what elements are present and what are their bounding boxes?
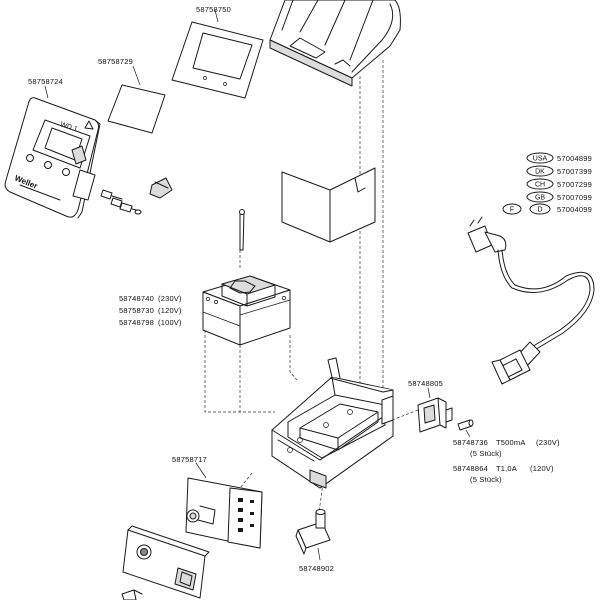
bottom-clip bbox=[121, 589, 143, 600]
power-socket-module bbox=[417, 397, 453, 433]
label-fuse-230v-voltage: (230V) bbox=[536, 438, 560, 447]
transformer-part-numbers: 58748740 (230V) 58758730 (120V) 58748798… bbox=[119, 294, 182, 327]
insulation-sheet bbox=[281, 167, 376, 243]
label-display-panel: 58758729 bbox=[98, 57, 133, 66]
cord-part-usa: 57004899 bbox=[557, 154, 592, 163]
label-fuse-120v-qty: (5 Stück) bbox=[470, 475, 502, 484]
transformer bbox=[202, 275, 291, 346]
front-panel: WD 1 Weller bbox=[4, 97, 101, 219]
label-fuse-230v-spec: T500mA bbox=[496, 438, 526, 447]
mounting-pin bbox=[239, 209, 245, 251]
label-transformer-230v: 58748740 bbox=[119, 294, 154, 303]
cord-part-dk: 57007399 bbox=[557, 167, 592, 176]
label-fuse-230v-qty: (5 Stück) bbox=[470, 449, 502, 458]
label-transformer-120v-voltage: (120V) bbox=[158, 306, 182, 315]
power-cord-country-table: USA 57004899 DK 57007399 CH 57007299 GB … bbox=[502, 152, 592, 215]
cord-country-dk: DK bbox=[535, 169, 545, 176]
cord-row-dk: DK 57007399 bbox=[526, 165, 592, 177]
power-cord bbox=[467, 216, 595, 385]
front-panel-small-parts bbox=[72, 169, 173, 215]
cord-part-gb: 57007099 bbox=[557, 193, 592, 202]
cord-part-ch: 57007299 bbox=[557, 180, 592, 189]
cord-row-gb: GB 57007099 bbox=[526, 191, 592, 203]
label-fuse-230v: 58748736 bbox=[453, 438, 488, 447]
label-knob: 58748902 bbox=[299, 564, 334, 573]
cord-country-f: F bbox=[510, 207, 514, 214]
label-pcb: 58758717 bbox=[172, 455, 207, 464]
fuse bbox=[457, 419, 474, 431]
cord-country-ch: CH bbox=[535, 182, 545, 189]
fuse-part-numbers: 58748736 T500mA (230V) (5 Stück) 5874886… bbox=[453, 438, 560, 484]
label-top-cover: 58758750 bbox=[196, 5, 231, 14]
assembly-guide-lines bbox=[204, 60, 419, 521]
cord-country-usa: USA bbox=[533, 156, 548, 163]
cord-country-d: D bbox=[537, 207, 542, 214]
label-transformer-120v: 58758730 bbox=[119, 306, 154, 315]
base-housing bbox=[271, 357, 394, 489]
cord-row-ch: CH 57007299 bbox=[526, 178, 592, 190]
label-front-panel: 58758724 bbox=[28, 77, 63, 86]
cord-row-f-d: F D 57004099 bbox=[502, 203, 592, 215]
temperature-knob bbox=[295, 509, 331, 555]
cord-country-gb: GB bbox=[535, 195, 545, 202]
label-fuse-120v: 58748864 bbox=[453, 464, 488, 473]
top-cover-housing bbox=[269, 0, 401, 87]
pcb-board bbox=[185, 477, 263, 549]
label-fuse-120v-voltage: (120V) bbox=[530, 464, 554, 473]
front-switch-plate bbox=[122, 525, 210, 599]
display-window-frame bbox=[171, 21, 264, 99]
label-transformer-230v-voltage: (230V) bbox=[158, 294, 182, 303]
label-fuse-120v-spec: T1,0A bbox=[496, 464, 517, 473]
cord-part-d: 57004099 bbox=[557, 205, 592, 214]
display-panel bbox=[107, 84, 166, 134]
label-transformer-100v-voltage: (100V) bbox=[158, 318, 182, 327]
cord-row-usa: USA 57004899 bbox=[526, 152, 592, 164]
label-transformer-100v: 58748798 bbox=[119, 318, 154, 327]
label-socket-module: 58748805 bbox=[408, 379, 443, 388]
